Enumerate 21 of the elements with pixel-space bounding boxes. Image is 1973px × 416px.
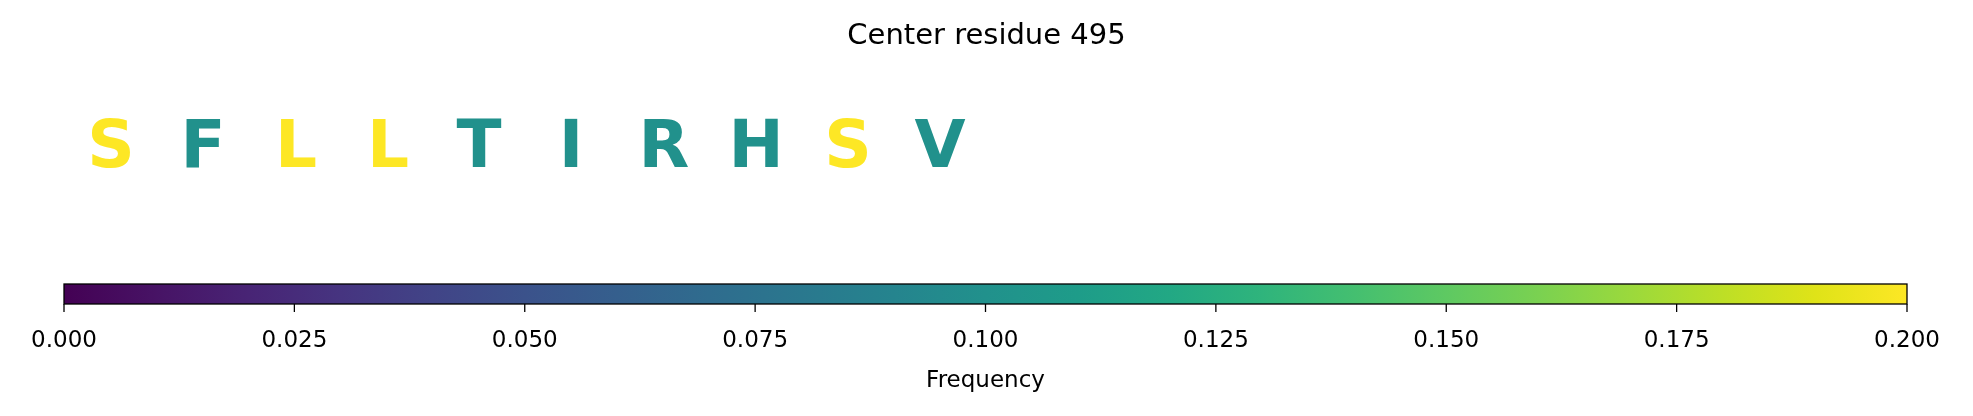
tick-label: 0.075 (722, 328, 789, 351)
tick-label: 0.050 (491, 328, 558, 351)
residue-letter: L (274, 112, 318, 178)
tick-label: 0.000 (31, 328, 97, 351)
residue-letter: V (914, 112, 966, 178)
axis-label: Frequency (926, 368, 1045, 391)
residue-letter: S (824, 112, 872, 178)
residue-letter: H (728, 112, 784, 178)
chart-title: Center residue 495 (847, 20, 1126, 49)
residue-letter: T (456, 112, 502, 178)
tick-label: 0.175 (1643, 328, 1710, 351)
tick-label: 0.150 (1413, 328, 1480, 351)
tick-label: 0.200 (1874, 328, 1940, 351)
tick-label: 0.125 (1182, 328, 1249, 351)
residue-letter: F (180, 112, 226, 178)
residue-letter: R (638, 112, 690, 178)
tick-label: 0.025 (261, 328, 328, 351)
residue-letter: S (87, 112, 135, 178)
residue-letter: L (366, 112, 410, 178)
tick-label: 0.100 (952, 328, 1019, 351)
residue-letter: I (558, 112, 584, 178)
